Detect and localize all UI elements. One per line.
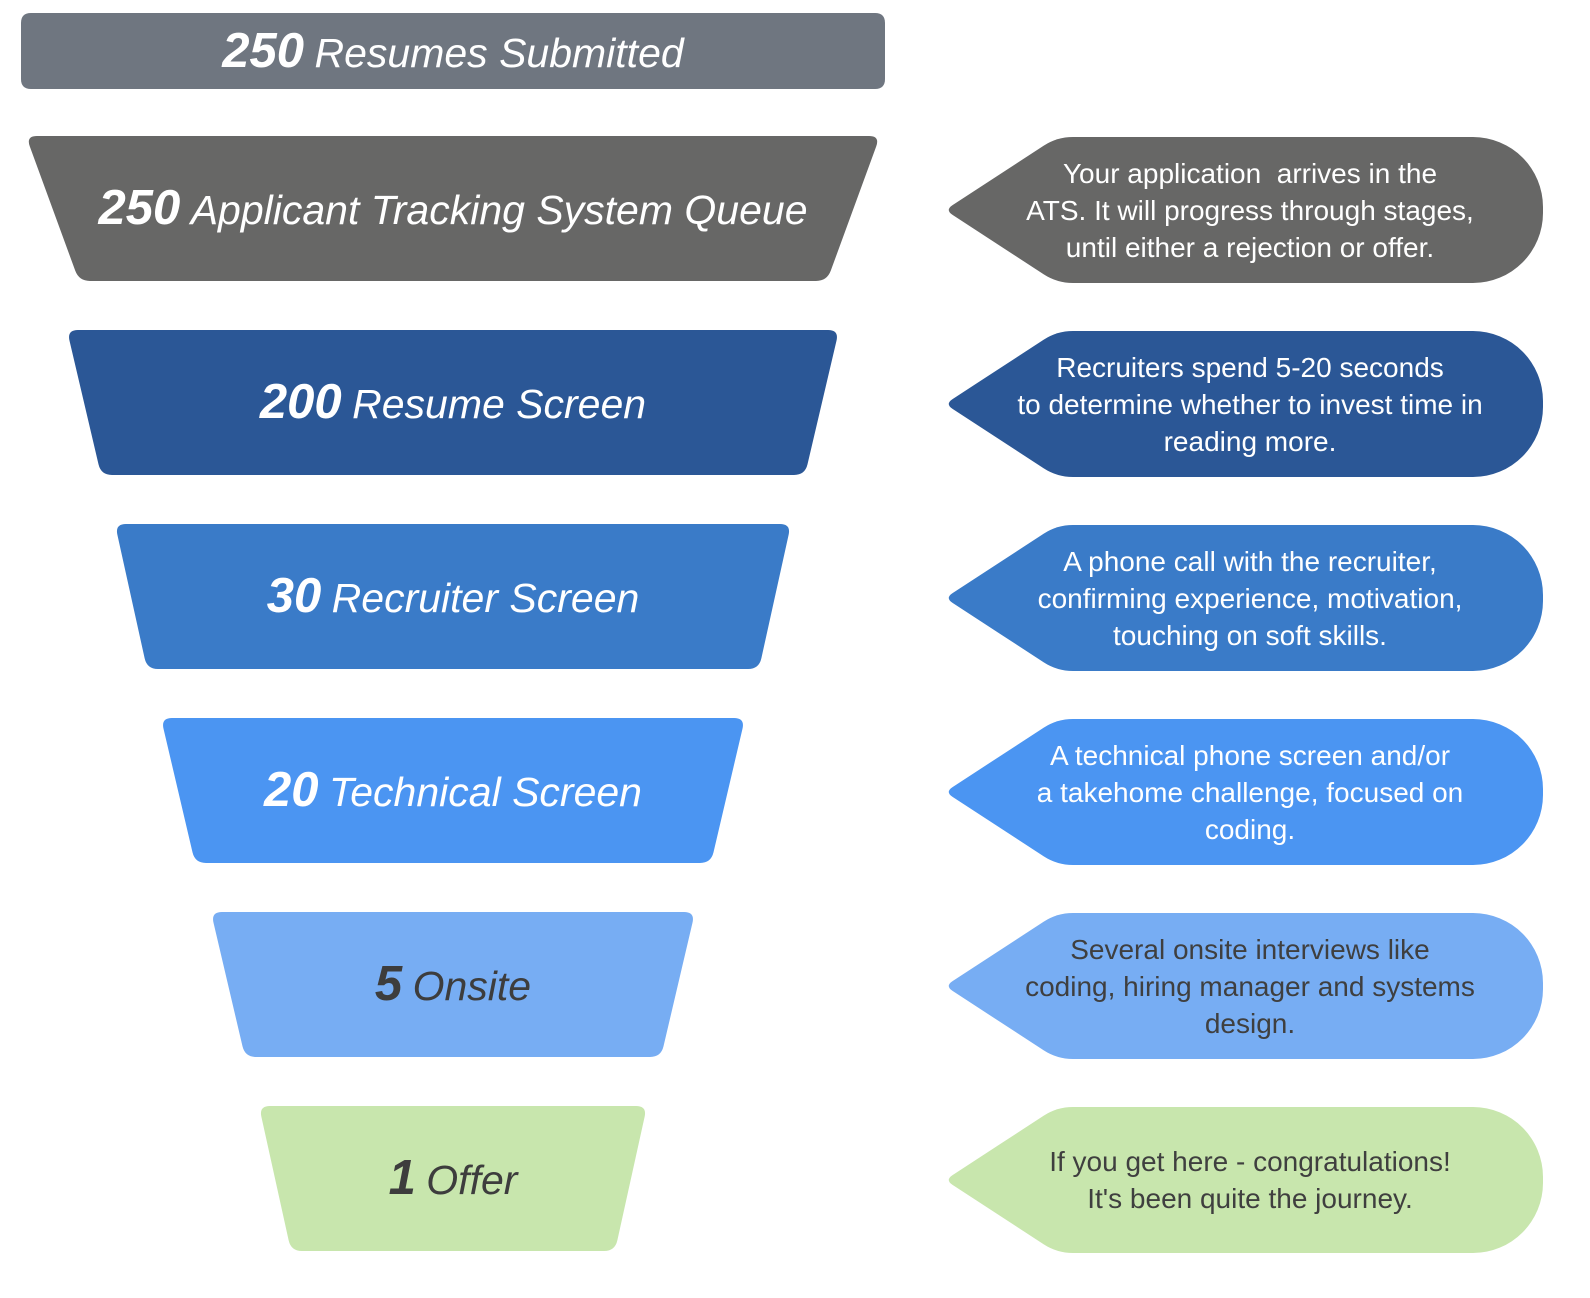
funnel-stage-shape [21,13,885,89]
stage-label: 5 Onsite [211,912,695,1057]
callout-resume-screen-note: Recruiters spend 5-20 seconds to determi… [945,331,1543,477]
funnel-stage-shape [213,912,693,1057]
stage-name: Onsite [412,963,532,1009]
funnel-stage-shape [163,718,743,863]
stage-label: 30 Recruiter Screen [115,524,791,669]
stage-name: Applicant Tracking System Queue [190,187,808,233]
stage-label: 1 Offer [259,1106,647,1251]
funnel-stage-shape [28,136,878,281]
callout-text: Your application arrives in the ATS. It … [1026,157,1474,263]
stage-label: 250 Resumes Submitted [21,13,885,89]
stage-count: 1 [388,1151,416,1205]
callout-offer-note: If you get here - congratulations! It's … [945,1107,1543,1253]
stage-name: Recruiter Screen [331,575,640,621]
callout-text: If you get here - congratulations! It's … [1049,1146,1451,1214]
stage-name: Resumes Submitted [314,30,684,76]
stage-label: 200 Resume Screen [67,330,839,475]
stage-name: Resume Screen [352,381,647,427]
callout-bubble-shape [948,525,1543,671]
funnel-stage-resumes-submitted: 250 Resumes Submitted [21,13,885,89]
stage-count: 30 [266,569,322,623]
stage-name: Technical Screen [328,769,642,815]
stage-count: 5 [374,957,403,1011]
stage-count: 250 [222,24,305,78]
funnel-stage-offer: 1 Offer [259,1106,647,1251]
funnel-stage-ats-queue: 250 Applicant Tracking System Queue [26,136,880,281]
stage-count: 200 [259,375,342,429]
callout-ats-note: Your application arrives in the ATS. It … [945,137,1543,283]
funnel-stage-resume-screen: 200 Resume Screen [67,330,839,475]
funnel-stage-shape [69,330,837,475]
callout-text: Several onsite interviews like coding, h… [1025,933,1475,1039]
stage-count: 250 [98,181,181,235]
callout-text: A phone call with the recruiter, confirm… [1037,545,1463,651]
stage-label: 250 Applicant Tracking System Queue [26,136,880,281]
callout-bubble-shape [948,1107,1543,1253]
stage-count: 20 [264,763,319,817]
stage-name: Offer [426,1157,518,1203]
callout-text: Recruiters spend 5-20 seconds to determi… [1017,351,1483,457]
funnel-stage-technical-screen: 20 Technical Screen [161,718,745,863]
callout-bubble-shape [948,913,1543,1059]
callout-technical-screen-note: A technical phone screen and/or a takeho… [945,719,1543,865]
funnel-stage-onsite: 5 Onsite [211,912,695,1057]
callout-bubble-shape [948,719,1543,865]
callout-text: A technical phone screen and/or a takeho… [1036,739,1464,845]
funnel-stage-shape [116,524,790,669]
stage-label: 20 Technical Screen [161,718,745,863]
callout-recruiter-screen-note: A phone call with the recruiter, confirm… [945,525,1543,671]
callout-bubble-shape [948,137,1543,283]
callout-onsite-note: Several onsite interviews like coding, h… [945,913,1543,1059]
funnel-stage-shape [260,1106,646,1251]
funnel-stage-recruiter-screen: 30 Recruiter Screen [115,524,791,669]
callout-bubble-shape [948,331,1543,477]
